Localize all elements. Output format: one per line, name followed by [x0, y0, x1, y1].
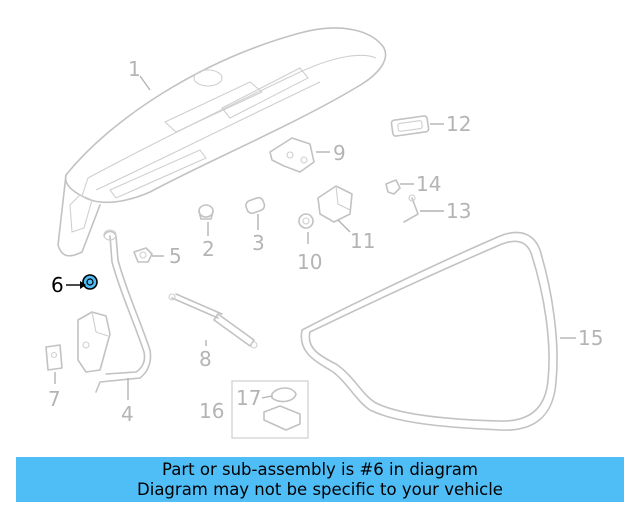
callout-8: 8	[199, 347, 212, 371]
bracket-part[interactable]	[45, 344, 63, 384]
nut-part-highlighted[interactable]	[66, 274, 98, 290]
hinge-part[interactable]	[95, 229, 152, 400]
callout-2: 2	[202, 237, 215, 261]
gas-strut-part[interactable]	[168, 293, 258, 349]
callout-12: 12	[446, 112, 471, 136]
trunk-lid-part[interactable]	[57, 27, 387, 257]
grommet-part[interactable]	[298, 213, 314, 244]
callout-4: 4	[121, 402, 134, 426]
callout-7: 7	[48, 387, 61, 411]
emblem-assembly-box[interactable]	[231, 380, 309, 439]
callout-16: 16	[199, 399, 224, 423]
leader-1	[139, 75, 151, 91]
switch-part[interactable]	[390, 115, 444, 137]
latch-bracket-part[interactable]	[269, 137, 330, 173]
callout-17: 17	[236, 386, 261, 410]
callout-6: 6	[51, 273, 64, 297]
banner-line-disclaimer: Diagram may not be specific to your vehi…	[137, 480, 503, 499]
bolt-part[interactable]	[133, 247, 164, 263]
callout-13: 13	[446, 199, 471, 223]
callout-10: 10	[297, 250, 322, 274]
bumper-stop-part[interactable]	[403, 194, 444, 223]
latch-part[interactable]	[317, 185, 353, 233]
hinge-mount-part[interactable]	[77, 311, 111, 373]
callout-14: 14	[416, 172, 441, 196]
screw-part[interactable]	[385, 179, 414, 195]
banner-line-part-number: Part or sub-assembly is #6 in diagram	[162, 460, 478, 479]
bumper-pad-part[interactable]	[244, 196, 266, 215]
callout-11: 11	[350, 229, 375, 253]
callout-3: 3	[252, 231, 265, 255]
callout-9: 9	[333, 141, 346, 165]
callout-5: 5	[169, 244, 182, 268]
callout-1: 1	[128, 57, 141, 81]
plug-part[interactable]	[198, 204, 214, 220]
info-banner: Part or sub-assembly is #6 in diagram Di…	[16, 457, 624, 502]
weatherstrip-seal-part[interactable]	[300, 231, 576, 431]
callout-15: 15	[578, 326, 603, 350]
